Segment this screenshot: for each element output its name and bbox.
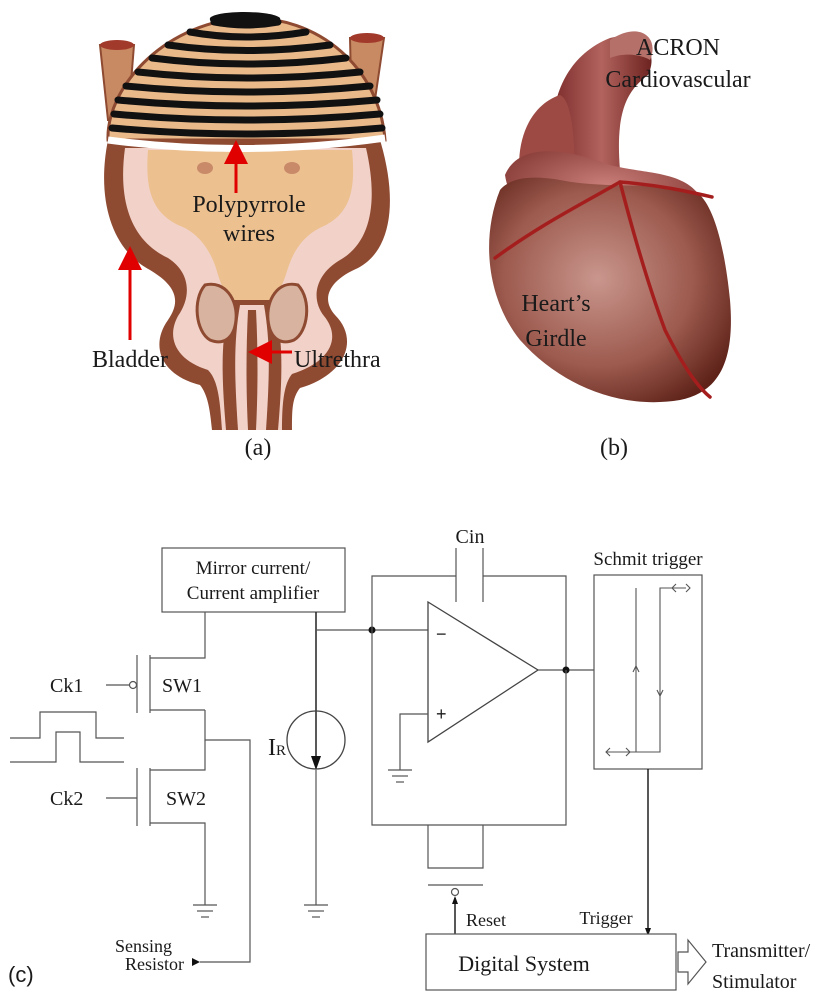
digital-system-box (425, 933, 677, 991)
panel-b: ACRON Cardiovascular Heart’s Girdle (b) (489, 31, 751, 461)
label-sensing: Sensing (115, 936, 172, 956)
urethra-lumen (246, 310, 258, 430)
ureter-orifice-left (197, 162, 213, 174)
mirror-label-1: Mirror current/ (196, 558, 311, 579)
label-cardiovascular: Cardiovascular (605, 67, 750, 93)
clock-waveform-1 (10, 711, 124, 739)
ir-arrowhead (311, 756, 321, 770)
wire-sw2-top (150, 740, 206, 771)
label-resistor: Resistor (125, 954, 184, 974)
opamp-minus: − (436, 624, 447, 644)
switch-sw1 (106, 655, 205, 713)
label-hearts: Heart’s (521, 291, 590, 317)
label-ck1: Ck1 (50, 675, 83, 697)
label-digital: Digital System (458, 951, 589, 976)
mirror-label-2: Current amplifier (187, 583, 320, 604)
label-sw2: SW2 (166, 788, 206, 810)
panel-c: Mirror current/ Current amplifier Ck1 SW… (8, 526, 811, 993)
coil-top (209, 12, 281, 28)
ground-ir (304, 904, 328, 918)
label-transmitter: Transmitter/ (712, 940, 811, 962)
wire-reset-loop (371, 630, 567, 826)
caption-b: (b) (600, 435, 628, 461)
label-ir: IR (268, 735, 286, 761)
wire-feedback-right (483, 575, 567, 670)
label-urethra: Ultrethra (294, 347, 381, 373)
label-bladder: Bladder (92, 347, 168, 373)
caption-a: (a) (245, 435, 272, 461)
wire-reset-switch (427, 825, 484, 869)
bladder-cavity (147, 150, 354, 430)
hysteresis-symbol (605, 583, 691, 757)
prostate-lobe-right (266, 282, 309, 344)
heart-ventricles (489, 177, 731, 403)
ground-sw2 (193, 904, 217, 918)
label-trigger: Trigger (579, 908, 632, 928)
label-stimulator: Stimulator (712, 971, 797, 993)
schmitt-trigger-box (593, 574, 703, 770)
label-ck2: Ck2 (50, 788, 83, 810)
panel-a: Polypyrrole wires Bladder Ultrethra (a) (92, 12, 390, 461)
label-polypyrrole: Polypyrrole (192, 192, 305, 218)
ureter-orifice-right (284, 162, 300, 174)
vessel-branch (610, 31, 653, 60)
caption-c: (c) (8, 962, 34, 987)
polypyrrole-wire-coil (108, 18, 386, 138)
wire-feedback-left (371, 575, 456, 630)
mirror-current-box (161, 547, 346, 613)
opamp-plus: + (436, 704, 447, 724)
wire-mirror-sw1 (150, 612, 206, 659)
label-sw1: SW1 (162, 675, 202, 697)
label-girdle: Girdle (525, 326, 586, 352)
wire-sensing (200, 710, 251, 963)
clock-waveform-2 (10, 731, 124, 763)
label-reset: Reset (466, 910, 506, 930)
heart-girdle-band (493, 180, 714, 399)
aorta (551, 36, 652, 176)
opamp (427, 600, 540, 744)
reset-bubble (450, 887, 460, 897)
sensing-arrowhead (192, 958, 200, 966)
label-cin: Cin (456, 526, 485, 548)
output-arrow (677, 938, 707, 986)
label-wires: wires (223, 221, 275, 247)
switch-sw2 (106, 768, 206, 905)
prostate-lobe-left (195, 282, 238, 344)
ground-opamp (388, 769, 412, 783)
wire-plus-ground (399, 713, 428, 770)
label-schmitt: Schmit trigger (593, 549, 703, 570)
label-acron: ACRON (636, 35, 720, 61)
